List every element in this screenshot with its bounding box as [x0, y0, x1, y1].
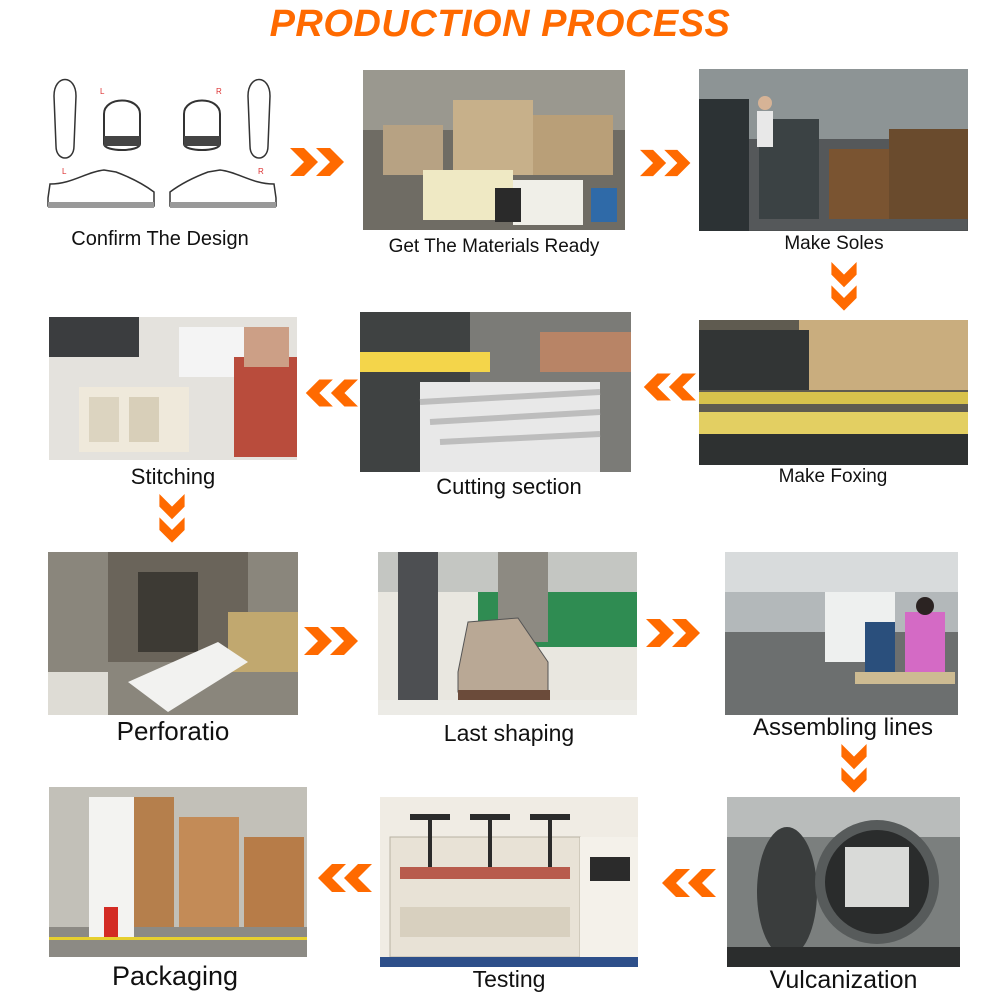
chevron-right-icon: [316, 148, 344, 176]
arrow-right-1: [290, 146, 350, 178]
step-12-image: [49, 787, 307, 957]
chevron-right-icon: [640, 149, 667, 177]
step-8-image: [378, 552, 637, 715]
step-3-image: [699, 69, 968, 231]
chevron-left-icon: [305, 379, 333, 407]
step-5-image: [360, 312, 631, 472]
arrow-left-4: [312, 862, 372, 894]
arrow-right-3: [304, 625, 364, 657]
step-7-image: [48, 552, 298, 715]
chevron-left-icon: [330, 379, 358, 407]
step-10-image: [727, 797, 960, 967]
arrow-left-3: [656, 867, 716, 899]
step-9-label: Assembling lines: [752, 714, 934, 741]
chevron-down-icon: [841, 767, 867, 793]
arrow-right-2: [640, 147, 696, 179]
chevron-down-icon: [831, 262, 857, 288]
chevron-left-icon: [662, 869, 690, 897]
step-6-image: [49, 317, 297, 460]
arrow-left-1: [638, 371, 696, 403]
step-9-image: [725, 552, 958, 715]
step-2-image: [363, 70, 625, 230]
chevron-down-icon: [831, 285, 857, 311]
step-1-image: L L R R: [42, 66, 282, 226]
step-4-image: [699, 320, 968, 465]
svg-text:R: R: [216, 87, 222, 96]
chevron-right-icon: [672, 619, 700, 647]
step-1-label: Confirm The Design: [71, 228, 249, 250]
chevron-left-icon: [688, 869, 716, 897]
page-title: PRODUCTION PROCESS: [269, 3, 731, 45]
chevron-right-icon: [290, 148, 318, 176]
arrow-right-4: [646, 617, 706, 649]
design-mark-l: L: [100, 87, 105, 96]
step-4-label: Make Foxing: [778, 466, 888, 487]
step-2-label: Get The Materials Ready: [388, 236, 600, 257]
chevron-left-icon: [643, 373, 671, 401]
step-6-label: Stitching: [130, 464, 216, 489]
chevron-right-icon: [646, 619, 674, 647]
chevron-left-icon: [668, 373, 696, 401]
chevron-down-icon: [159, 517, 185, 543]
step-11-label: Testing: [472, 966, 546, 992]
arrow-down-3: [838, 744, 870, 798]
chevron-left-icon: [344, 864, 372, 892]
step-5-label: Cutting section: [436, 474, 582, 499]
step-12-label: Packaging: [111, 961, 239, 991]
step-8-label: Last shaping: [443, 720, 575, 746]
arrow-down-2: [156, 494, 188, 548]
chevron-right-icon: [304, 627, 332, 655]
step-11-image: [380, 797, 638, 967]
chevron-right-icon: [330, 627, 358, 655]
chevron-down-icon: [159, 494, 185, 520]
chevron-down-icon: [841, 744, 867, 770]
chevron-right-icon: [664, 149, 691, 177]
arrow-left-2: [300, 377, 358, 409]
svg-text:L: L: [62, 167, 67, 176]
svg-text:R: R: [258, 167, 264, 176]
arrow-down-1: [828, 262, 860, 316]
step-10-label: Vulcanization: [769, 966, 918, 994]
step-7-label: Perforatio: [116, 716, 230, 746]
chevron-left-icon: [318, 864, 346, 892]
step-3-label: Make Soles: [784, 233, 884, 254]
